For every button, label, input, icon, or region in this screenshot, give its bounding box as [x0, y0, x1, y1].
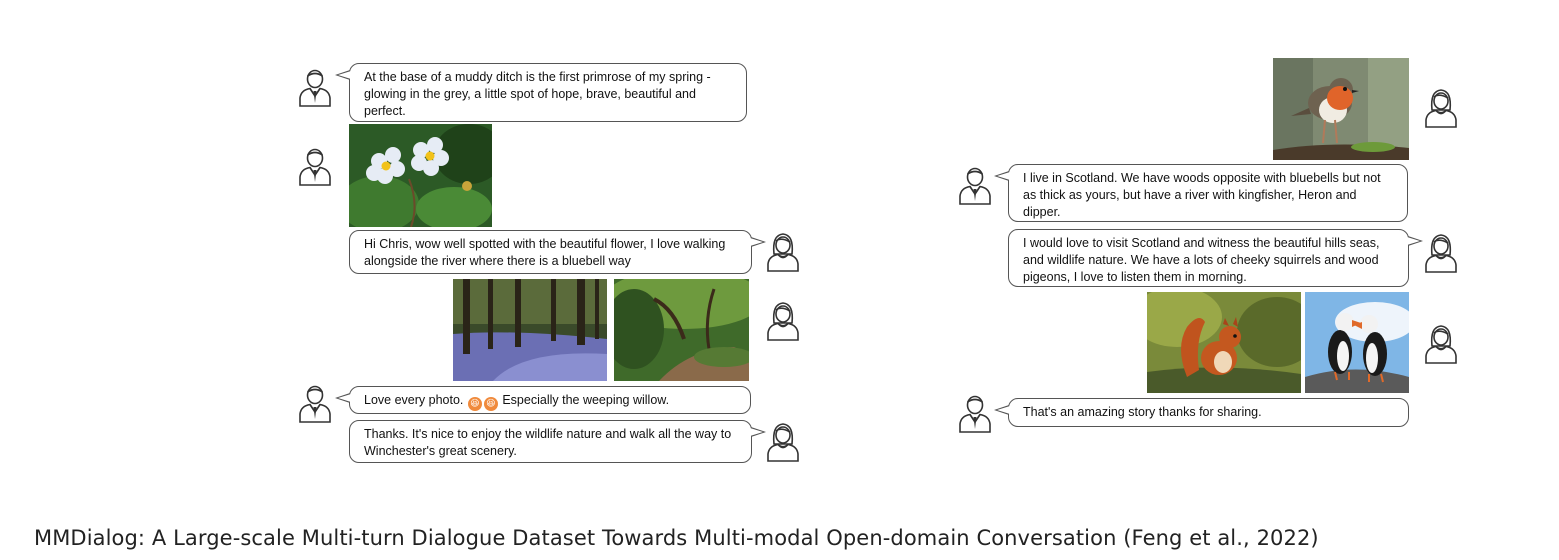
- message-text: At the base of a muddy ditch is the firs…: [364, 70, 711, 118]
- message-bubble-right-3: That's an amazing story thanks for shari…: [994, 398, 1409, 427]
- figure-caption: MMDialog: A Large-scale Multi-turn Dialo…: [34, 526, 1319, 550]
- female-user-icon: [765, 297, 801, 341]
- message-text: Especially the weeping willow.: [502, 393, 670, 407]
- male-user-icon: [957, 389, 993, 433]
- message-text: Thanks. It's nice to enjoy the wildlife …: [364, 427, 732, 458]
- message-bubble-left-2: Hi Chris, wow well spotted with the beau…: [349, 230, 766, 274]
- message-bubble-right-2: I would love to visit Scotland and witne…: [1008, 229, 1423, 287]
- male-user-icon: [297, 142, 333, 186]
- male-user-icon: [957, 161, 993, 205]
- message-text: I live in Scotland. We have woods opposi…: [1023, 171, 1381, 219]
- red-squirrel-photo: [1147, 292, 1301, 393]
- bluebell-woods-photo: [453, 279, 607, 381]
- primrose-flower-photo: [349, 124, 492, 227]
- female-user-icon: [765, 418, 801, 462]
- message-text: Love every photo.: [364, 393, 464, 407]
- robin-bird-photo: [1273, 58, 1409, 160]
- message-text: I would love to visit Scotland and witne…: [1023, 236, 1380, 284]
- message-text: That's an amazing story thanks for shari…: [1023, 405, 1262, 419]
- female-user-icon: [1423, 229, 1459, 273]
- male-user-icon: [297, 63, 333, 107]
- male-user-icon: [297, 379, 333, 423]
- puffins-photo: [1305, 292, 1409, 393]
- message-bubble-left-4: Thanks. It's nice to enjoy the wildlife …: [349, 420, 766, 463]
- message-bubble-right-1: I live in Scotland. We have woods opposi…: [994, 164, 1408, 222]
- message-text: Hi Chris, wow well spotted with the beau…: [364, 237, 726, 268]
- female-user-icon: [1423, 320, 1459, 364]
- laughing-emoji-icon: 😆: [467, 397, 482, 411]
- laughing-emoji-icon: 😆: [483, 397, 498, 411]
- weeping-willow-path-photo: [614, 279, 749, 381]
- message-bubble-left-1: At the base of a muddy ditch is the firs…: [335, 63, 747, 122]
- message-bubble-left-3: Love every photo. 😆😆 Especially the weep…: [335, 386, 751, 414]
- female-user-icon: [765, 228, 801, 272]
- female-user-icon: [1423, 84, 1459, 128]
